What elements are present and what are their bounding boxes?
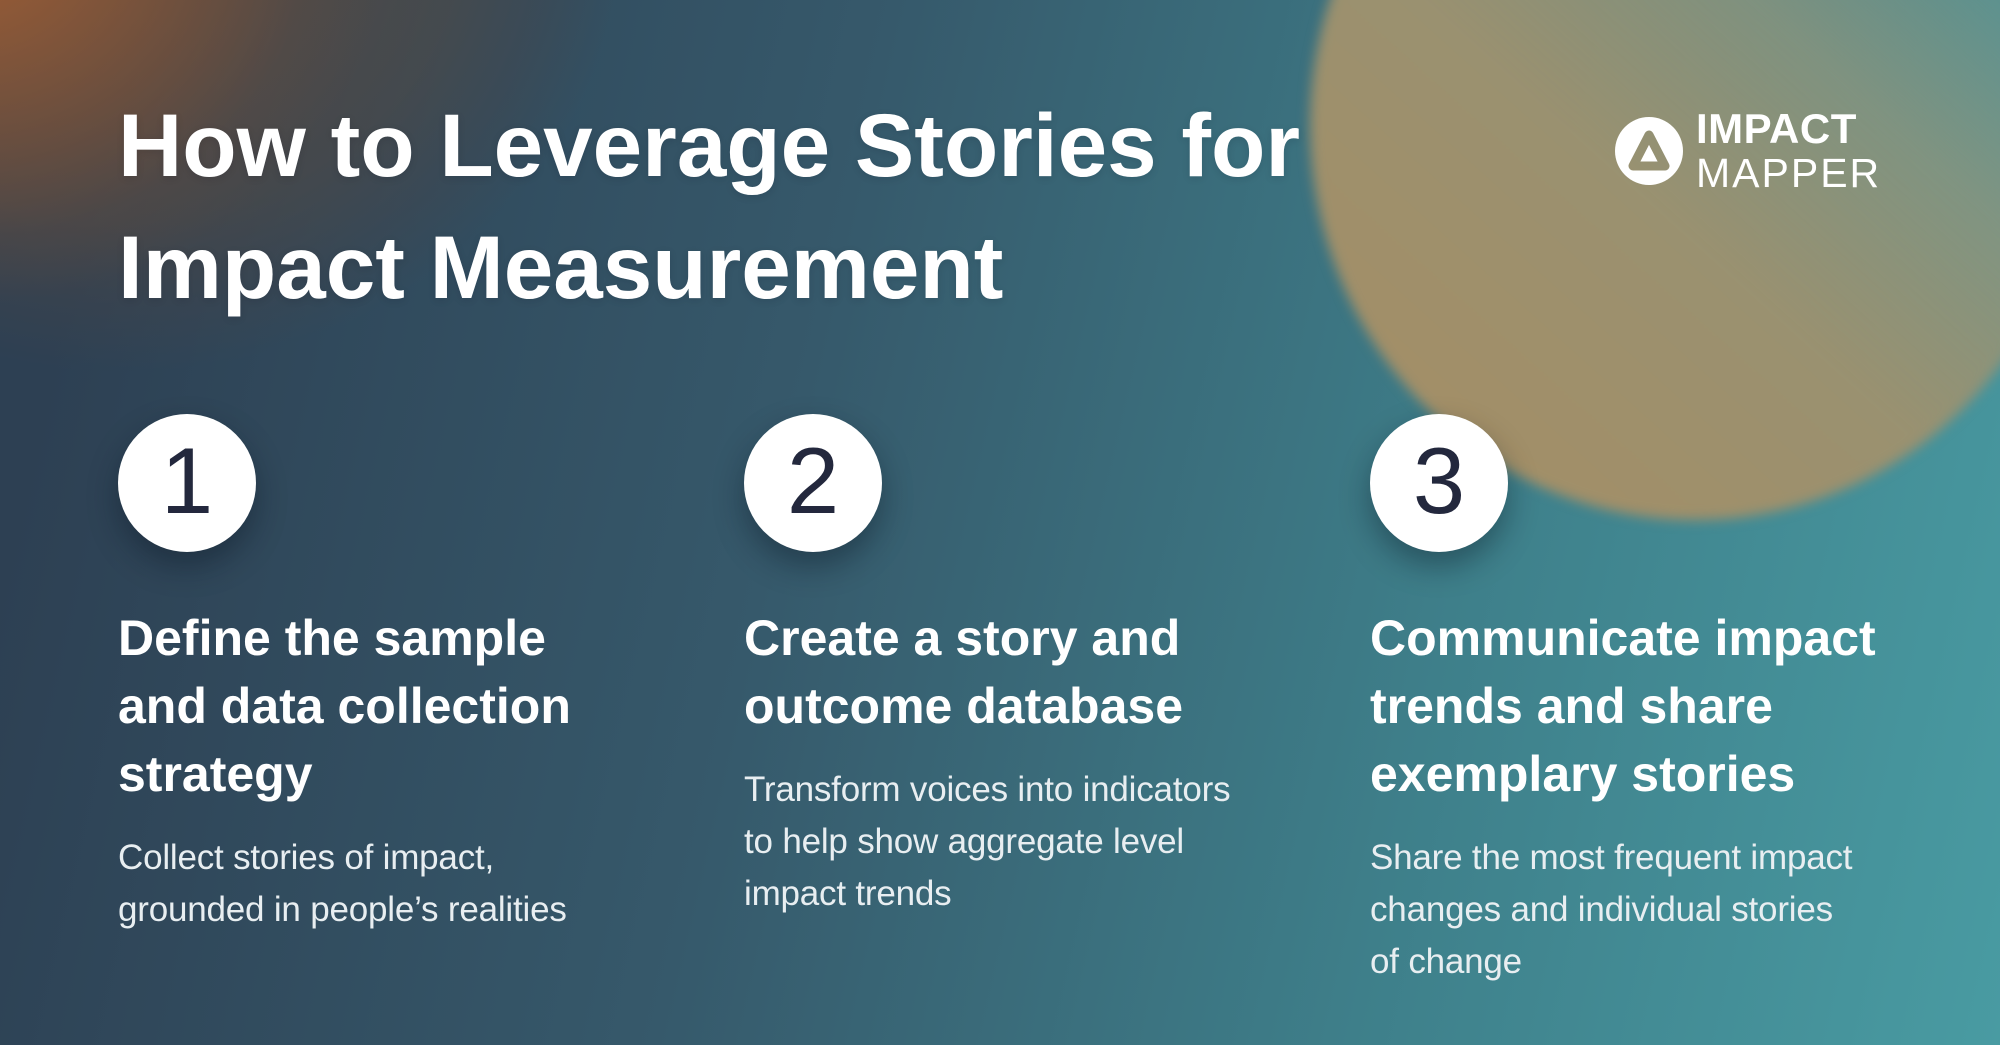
step-column-2: 2 Create a story and outcome database Tr…: [744, 414, 1349, 920]
step-heading: Define the sample and data collection st…: [118, 610, 571, 802]
step-number: 2: [786, 428, 840, 533]
logo-word-impact: IMPACT: [1696, 105, 1857, 152]
step-number: 3: [1412, 428, 1466, 533]
step-heading: Communicate impact trends and share exem…: [1370, 610, 1876, 802]
step-number-badge: 1: [118, 414, 256, 552]
step-column-3: 3 Communicate impact trends and share ex…: [1370, 414, 1975, 988]
logo-word-mapper: MAPPER: [1696, 150, 1882, 197]
step-body: Share the most frequent impact changes a…: [1370, 838, 1853, 981]
step-body: Transform voices into indicators to help…: [744, 770, 1231, 913]
step-number-badge: 2: [744, 414, 882, 552]
step-column-1: 1 Define the sample and data collection …: [118, 414, 723, 936]
impactmapper-logo-icon: [1615, 116, 1683, 185]
step-number-badge: 3: [1370, 414, 1508, 552]
logo-wordmark: IMPACT MAPPER: [1696, 106, 1881, 196]
impactmapper-logo: IMPACT MAPPER: [1615, 106, 1881, 196]
page-title: How to Leverage Stories for Impact Measu…: [118, 95, 1300, 317]
step-body: Collect stories of impact, grounded in p…: [118, 838, 567, 929]
step-heading: Create a story and outcome database: [744, 610, 1184, 734]
step-number: 1: [160, 428, 214, 533]
